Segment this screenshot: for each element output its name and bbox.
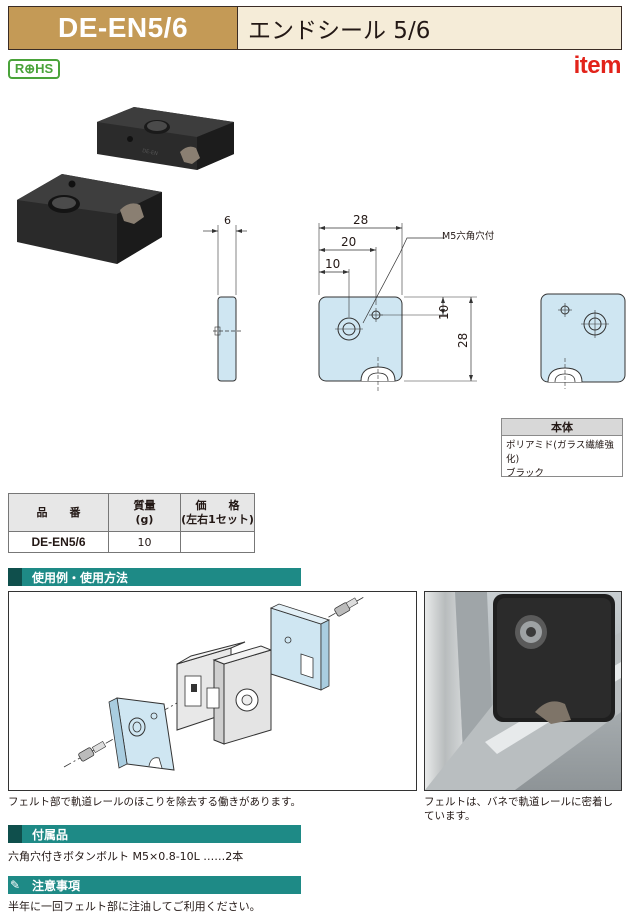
rear-view [540, 293, 626, 389]
caption-left: フェルト部で軌道レールのほこりを除去する働きがあります。 [8, 796, 301, 808]
material-line-1: ポリアミド(ガラス繊維強化) [506, 440, 614, 465]
dim-width-28: 28 [353, 213, 368, 227]
usage-photo-panel [424, 591, 622, 791]
section-usage: 使用例・使用方法 [8, 568, 301, 586]
end-seal-right-illustration [269, 603, 331, 691]
cell-price [180, 531, 255, 553]
material-header: 本体 [502, 419, 622, 436]
section-marker-icon [8, 568, 22, 586]
page-header: DE-EN5/6 エンドシール 5/6 [8, 6, 622, 50]
caption-right: フェルトは、バネで軌道レールに密着し ています。 [424, 796, 613, 822]
cell-mass: 10 [108, 531, 181, 553]
installed-seal-photo [425, 592, 621, 790]
dim-width-20: 20 [341, 235, 356, 249]
end-seal-back-illustration: DE-EN [97, 107, 234, 170]
rohs-badge: R⊕HS [8, 59, 60, 79]
profile-block-illustration [206, 645, 273, 745]
col-part-no: 品 番 [8, 493, 109, 532]
pencil-icon: ✎ [9, 878, 21, 892]
bolt-right-illustration [334, 597, 359, 617]
cell-part-no: DE-EN5/6 [8, 531, 109, 553]
section-marker-icon [8, 825, 22, 843]
exploded-view-illustration [63, 596, 365, 771]
table-row: DE-EN5/6 10 [8, 531, 255, 553]
section-accessories: 付属品 [8, 825, 301, 843]
dim-height-28: 28 [456, 333, 470, 348]
col-mass: 質量(g) [108, 493, 181, 532]
material-line-2: ブラック [506, 468, 545, 479]
product-name: エンドシール 5/6 [238, 7, 621, 49]
section-cautions: ✎ 注意事項 [8, 876, 301, 894]
col-price: 価 格(左右1セット) [180, 493, 255, 532]
end-seal-left-illustration [108, 697, 175, 771]
usage-illustration-panel [8, 591, 417, 791]
dim-height-10: 10 [437, 305, 451, 320]
technical-drawing: 6 28 20 10 M5六角穴付きボタンボルト用 [203, 213, 495, 391]
accessories-text: 六角穴付きボタンボルト M5×0.8-10L ……2本 [8, 850, 244, 863]
material-box: 本体 ポリアミド(ガラス繊維強化) ブラック [501, 418, 623, 479]
product-code: DE-EN5/6 [9, 7, 238, 49]
bolt-note: M5六角穴付きボタンボルト用 [442, 230, 495, 242]
dim-thickness: 6 [224, 214, 231, 227]
end-seal-front-illustration [17, 174, 162, 264]
front-view: 28 20 10 M5六角穴付きボタンボルト用 10 28 [318, 213, 495, 391]
brand-logo: item [573, 52, 622, 79]
dim-width-10: 10 [325, 257, 340, 271]
side-view: 6 [203, 214, 247, 382]
bolt-left-illustration [78, 740, 107, 762]
cautions-text: 半年に一回フェルト部に注油してご利用ください。 [8, 900, 261, 913]
svg-text:DE-EN: DE-EN [142, 148, 159, 157]
product-photo: DE-EN [17, 107, 234, 264]
spec-table: 品 番 質量(g) 価 格(左右1セット) DE-EN5/6 10 [8, 493, 255, 553]
